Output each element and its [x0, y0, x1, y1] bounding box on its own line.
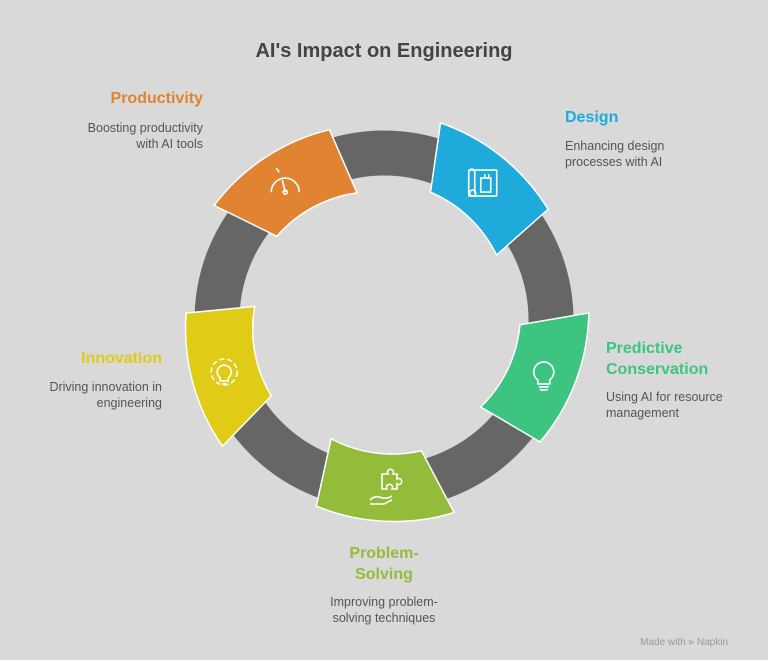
lightbulb-icon — [533, 361, 555, 391]
diagram-title: AI's Impact on Engineering — [255, 40, 513, 62]
step-heading-productivity: Productivity — [110, 90, 203, 107]
brand-label: Napkin — [696, 637, 728, 648]
cycle-segment-innovation — [184, 305, 273, 448]
step-desc-productivity: Boosting productivity with AI tools — [87, 121, 203, 151]
speedometer-icon — [270, 167, 301, 195]
step-heading-predictive-conservation: Predictive Conservation — [606, 340, 709, 378]
step-desc-problem-solving: Improving problem-solving techniques — [330, 595, 438, 625]
cycle-segment-productivity — [212, 128, 359, 238]
footer-credit: Made with ⪢ Napkin — [640, 637, 728, 648]
made-with-label: Made with — [640, 637, 686, 648]
cycle-segment-problem-solving — [315, 437, 456, 523]
gear-bulb-icon — [210, 358, 239, 386]
blueprint-icon — [467, 168, 498, 197]
step-desc-innovation: Driving innovation in engineering — [49, 380, 162, 410]
puzzle-hand-icon — [369, 468, 403, 505]
cycle-segment-design — [429, 121, 550, 257]
step-desc-predictive-conservation: Using AI for resource management — [606, 390, 723, 420]
step-desc-design: Enhancing design processes with AI — [565, 139, 665, 169]
step-heading-innovation: Innovation — [81, 350, 162, 367]
step-heading-problem-solving: Problem-Solving — [349, 545, 419, 583]
napkin-logo-icon: ⪢ — [688, 637, 695, 648]
step-heading-design: Design — [565, 109, 619, 126]
